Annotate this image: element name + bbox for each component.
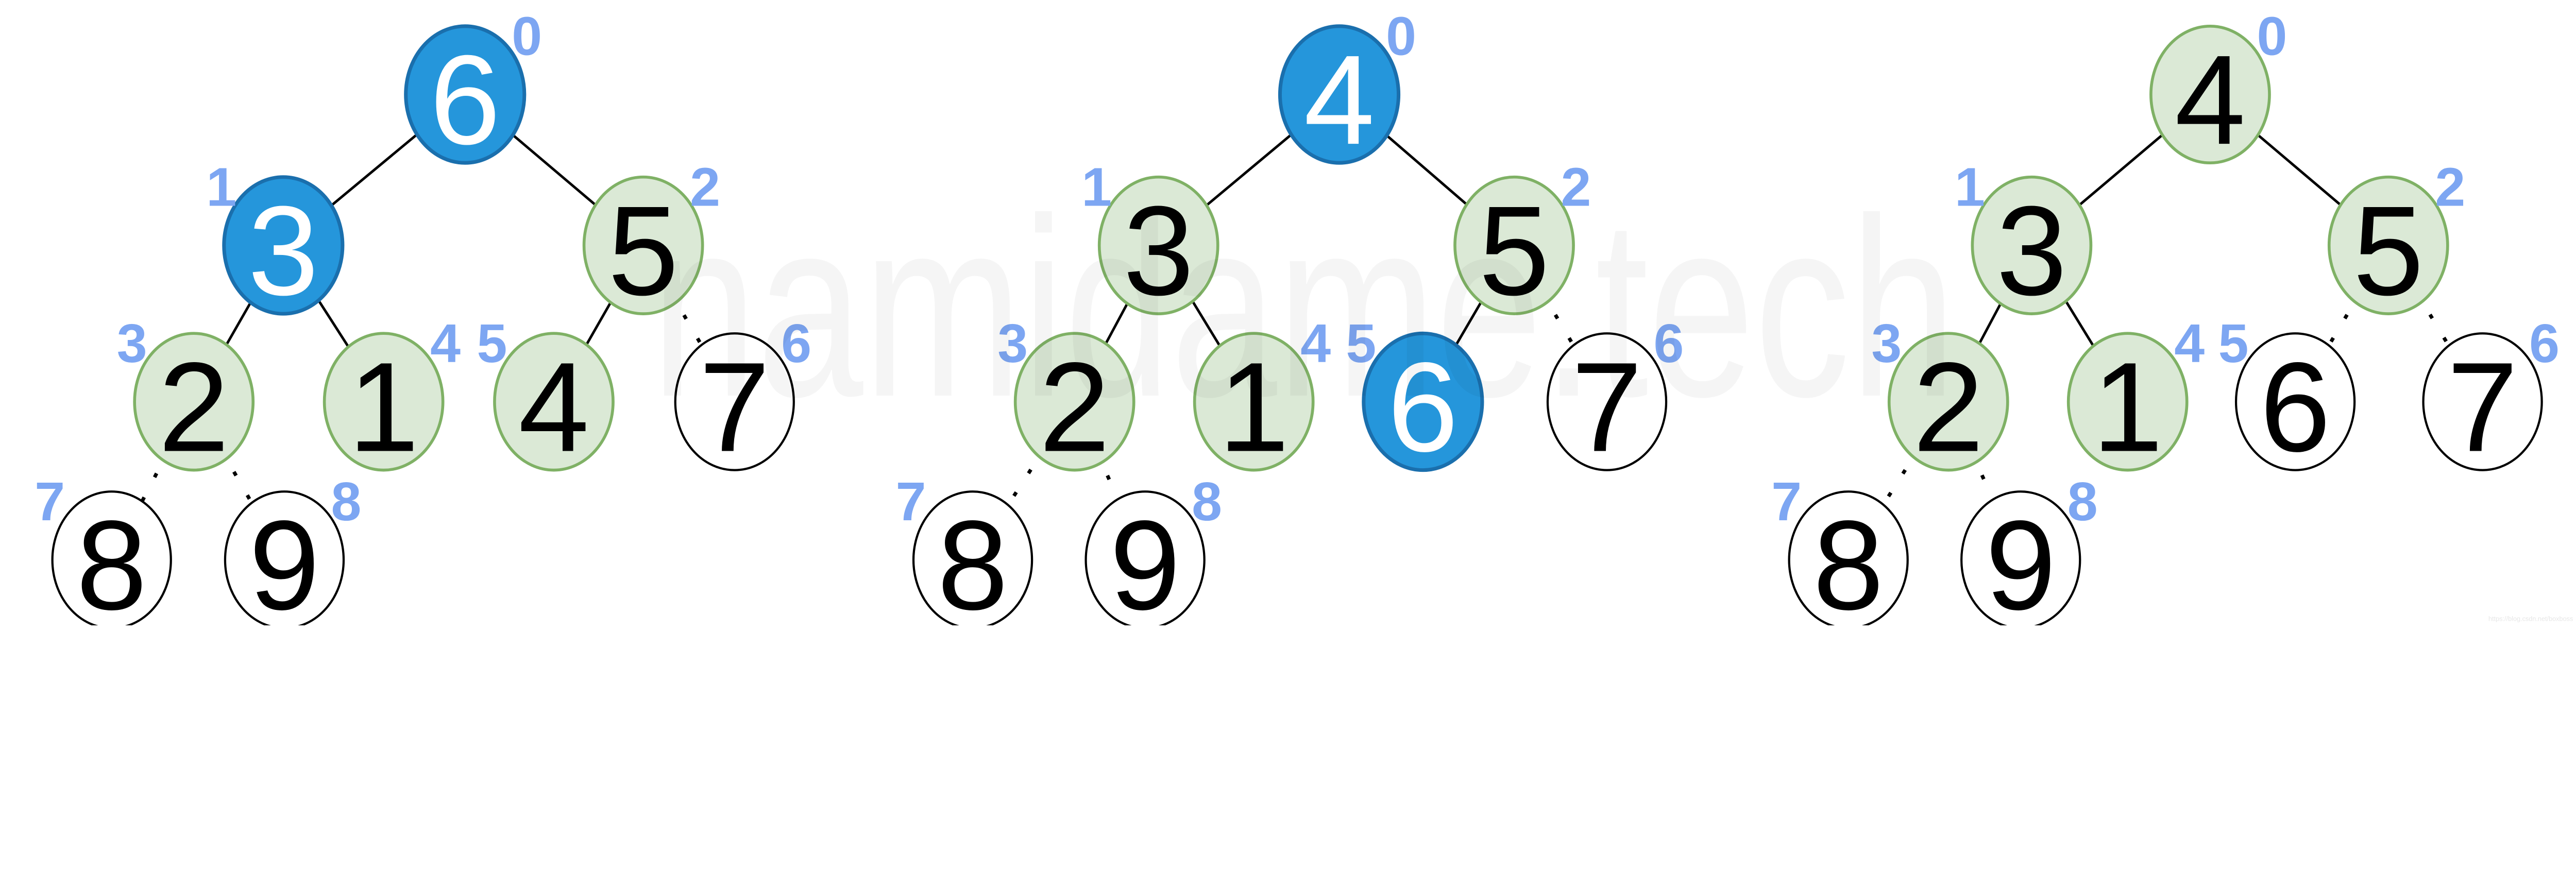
tree3-node-idx0-circle <box>2149 24 2271 165</box>
tree2-index-label-6: 6 <box>1654 313 1684 374</box>
tree2-node-idx2-value: 5 <box>1479 180 1549 322</box>
tree3-index-label-5: 5 <box>2218 313 2249 374</box>
tree3-node-idx2-value: 5 <box>2353 180 2424 322</box>
tree1-node-idx5-value: 4 <box>518 336 589 479</box>
tree2-node-idx1-value: 3 <box>1123 180 1194 322</box>
tree1-node-idx3-circle <box>133 332 255 472</box>
tree1-index-label-8: 8 <box>331 471 362 532</box>
corner-watermark: https://blog.csdn.net/boxboss <box>2488 616 2573 623</box>
tree3-node-idx5-circle <box>2234 332 2356 471</box>
tree1-index-label-4: 4 <box>430 313 461 374</box>
center-watermark: namidame.tech <box>651 165 1956 450</box>
tree1-node-idx7-value: 8 <box>76 495 147 625</box>
tree3-index-label-6: 6 <box>2529 313 2560 374</box>
tree2-node-idx6-value: 7 <box>1571 336 1642 479</box>
tree3-node-idx5-value: 6 <box>2260 336 2330 479</box>
tree1-index-label-3: 3 <box>117 313 147 374</box>
tree1-node-idx4-circle <box>323 332 445 472</box>
tree2-index-label-7: 7 <box>896 471 926 532</box>
tree2-index-label-1: 1 <box>1081 157 1112 217</box>
tree3-node-idx1-circle <box>1971 175 2093 315</box>
tree2-node-idx5-circle <box>1362 331 1484 472</box>
tree1-node-idx8-value: 9 <box>249 495 319 625</box>
tree3-index-label-0: 0 <box>2257 6 2287 67</box>
tree1-node-idx0-circle <box>404 24 527 165</box>
tree2-node-idx4-value: 1 <box>1218 336 1289 479</box>
tree2-node-idx8-circle <box>1084 490 1206 625</box>
tree2-node-idx3-circle <box>1013 332 1136 472</box>
tree2-index-label-5: 5 <box>1346 313 1376 374</box>
tree2-node-idx6-circle <box>1546 332 1668 471</box>
tree1-index-label-6: 6 <box>781 313 811 374</box>
tree2-index-label-0: 0 <box>1386 6 1416 67</box>
tree1-node-idx4-value: 1 <box>348 336 419 479</box>
tree3-node-idx0-value: 4 <box>2175 29 2245 171</box>
tree3-node-idx4-circle <box>2066 332 2189 472</box>
tree3-node-idx8-value: 9 <box>1986 495 2056 625</box>
tree1-node-idx6-circle <box>674 332 795 471</box>
tree3-index-label-7: 7 <box>1771 471 1802 532</box>
tree1-node-idx1-circle <box>222 175 345 316</box>
tree3-index-label-3: 3 <box>1871 313 1902 374</box>
tree3-node-idx3-circle <box>1887 332 2009 472</box>
tree2-index-label-8: 8 <box>1192 471 1222 532</box>
tree2-node-idx7-value: 8 <box>937 495 1008 625</box>
tree2-node-idx1-circle <box>1097 175 1219 315</box>
tree1-node-idx2-circle <box>582 175 704 315</box>
tree3-index-label-8: 8 <box>2067 471 2098 532</box>
tree1-index-label-2: 2 <box>690 157 720 217</box>
tree3-node-idx4-value: 1 <box>2092 336 2163 479</box>
tree1-index-label-7: 7 <box>35 471 65 532</box>
tree1-node-idx3-value: 2 <box>159 336 229 479</box>
tree3-index-label-2: 2 <box>2435 157 2465 217</box>
tree1-index-label-5: 5 <box>477 313 507 374</box>
tree1-node-idx0-value: 6 <box>430 29 500 171</box>
tree1-node-idx5-circle <box>493 332 615 472</box>
tree1-node-idx2-value: 5 <box>608 180 679 322</box>
tree1-node-idx8-circle <box>224 490 345 625</box>
tree3-node-idx6-circle <box>2422 332 2543 471</box>
tree3-index-label-4: 4 <box>2174 313 2205 374</box>
tree3-node-idx3-value: 2 <box>1913 336 1984 479</box>
tree2-node-idx5-value: 6 <box>1387 336 1458 479</box>
tree3-node-idx6-value: 7 <box>2447 336 2518 479</box>
tree2-node-idx7-circle <box>912 490 1033 625</box>
tree2-node-idx2-circle <box>1453 175 1575 315</box>
tree2-node-idx8-value: 9 <box>1110 495 1180 625</box>
tree2-index-label-3: 3 <box>997 313 1028 374</box>
tree1-index-label-0: 0 <box>512 6 542 67</box>
tree2-node-idx4-circle <box>1193 332 1315 472</box>
tree3-node-idx2-circle <box>2327 175 2449 315</box>
tree3-node-idx7-value: 8 <box>1813 495 1884 625</box>
tree1-index-label-1: 1 <box>206 157 236 217</box>
tree2-index-label-2: 2 <box>1561 157 1591 217</box>
tree3-index-label-1: 1 <box>1955 157 1985 217</box>
tree3-node-idx8-circle <box>1960 490 2081 625</box>
tree1-node-idx6-value: 7 <box>699 336 770 479</box>
tree1-node-idx1-value: 3 <box>248 180 318 322</box>
tree1-node-idx7-circle <box>51 490 172 625</box>
tree2-node-idx0-circle <box>1278 24 1401 165</box>
tree2-node-idx3-value: 2 <box>1039 336 1110 479</box>
tree3-node-idx1-value: 3 <box>1996 180 2067 322</box>
tree3-node-idx7-circle <box>1788 490 1909 625</box>
tree2-index-label-4: 4 <box>1300 313 1331 374</box>
tree2-node-idx0-value: 4 <box>1304 29 1375 171</box>
